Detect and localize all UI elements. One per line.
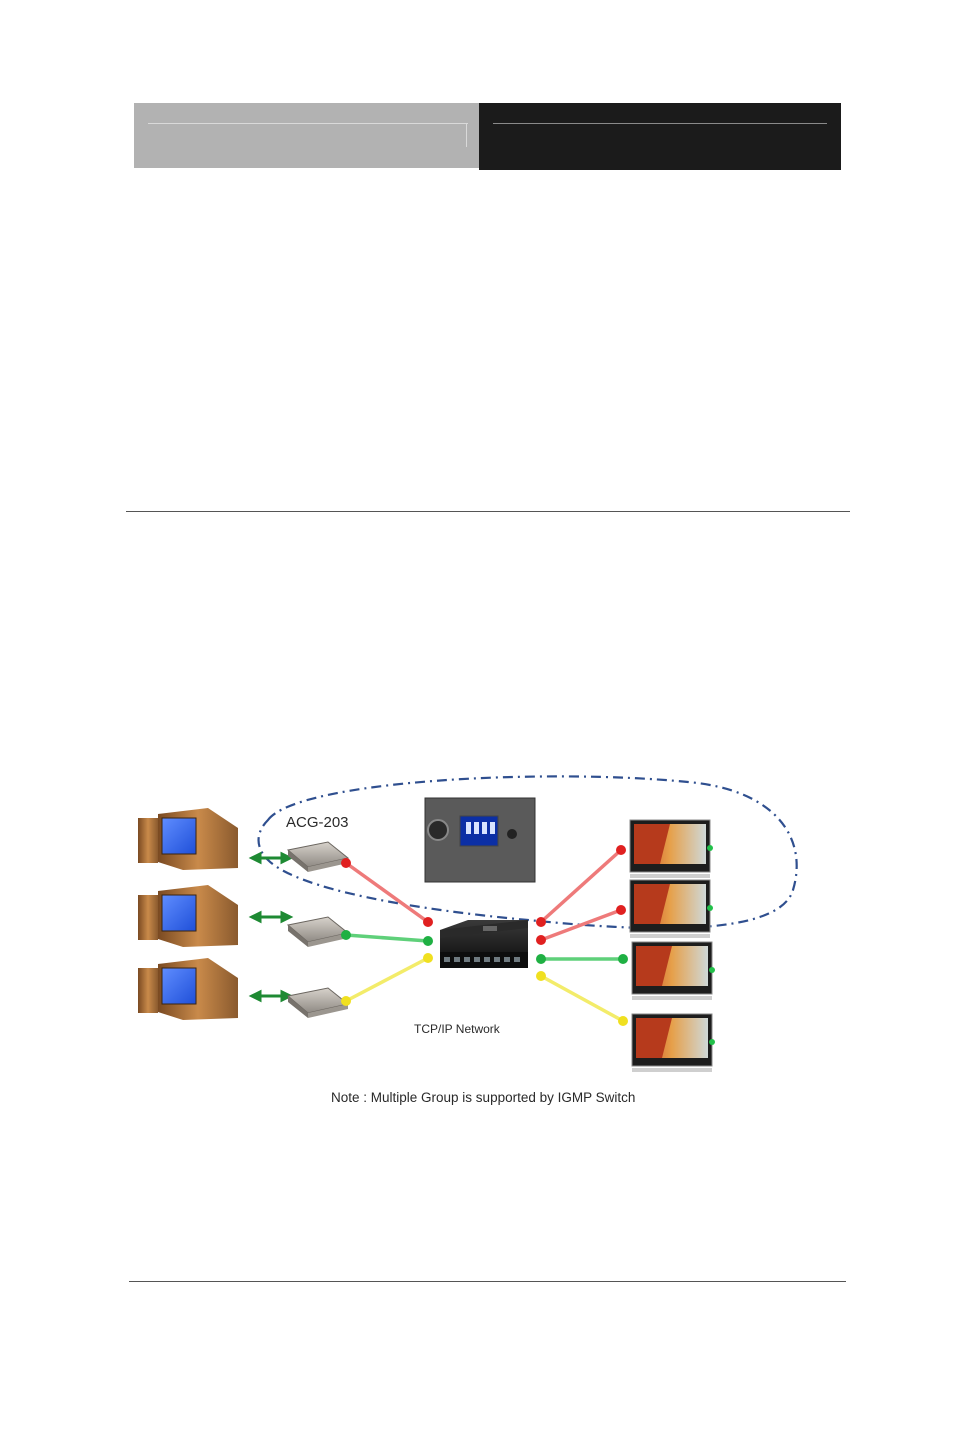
device-label: ACG-203 bbox=[286, 814, 349, 831]
display-icon bbox=[629, 819, 713, 878]
link-arrows bbox=[248, 851, 294, 1003]
encoder-box bbox=[286, 841, 350, 872]
igmp-switch bbox=[440, 920, 528, 968]
network-diagram: ACG-203 bbox=[138, 775, 798, 1105]
section-divider-bottom bbox=[129, 1281, 846, 1282]
group-boundary bbox=[257, 775, 798, 930]
section-divider-top bbox=[126, 511, 850, 512]
encoder-box bbox=[286, 916, 350, 947]
header-left-bar bbox=[134, 103, 479, 168]
computer-icon bbox=[138, 885, 238, 947]
display-icon bbox=[631, 941, 715, 1000]
display-icon bbox=[629, 879, 713, 938]
encoder-box bbox=[286, 987, 350, 1018]
network-label: TCP/IP Network bbox=[414, 1022, 501, 1036]
header-left-vline bbox=[466, 123, 467, 147]
device-photo bbox=[424, 797, 536, 883]
header-right-bar bbox=[479, 103, 841, 170]
computer-icon bbox=[138, 808, 238, 870]
header-left-line bbox=[148, 123, 468, 124]
header-right-line bbox=[493, 123, 827, 124]
diagram-note: Note : Multiple Group is supported by IG… bbox=[331, 1090, 635, 1105]
display-icon bbox=[631, 1013, 715, 1072]
computer-icon bbox=[138, 958, 238, 1020]
